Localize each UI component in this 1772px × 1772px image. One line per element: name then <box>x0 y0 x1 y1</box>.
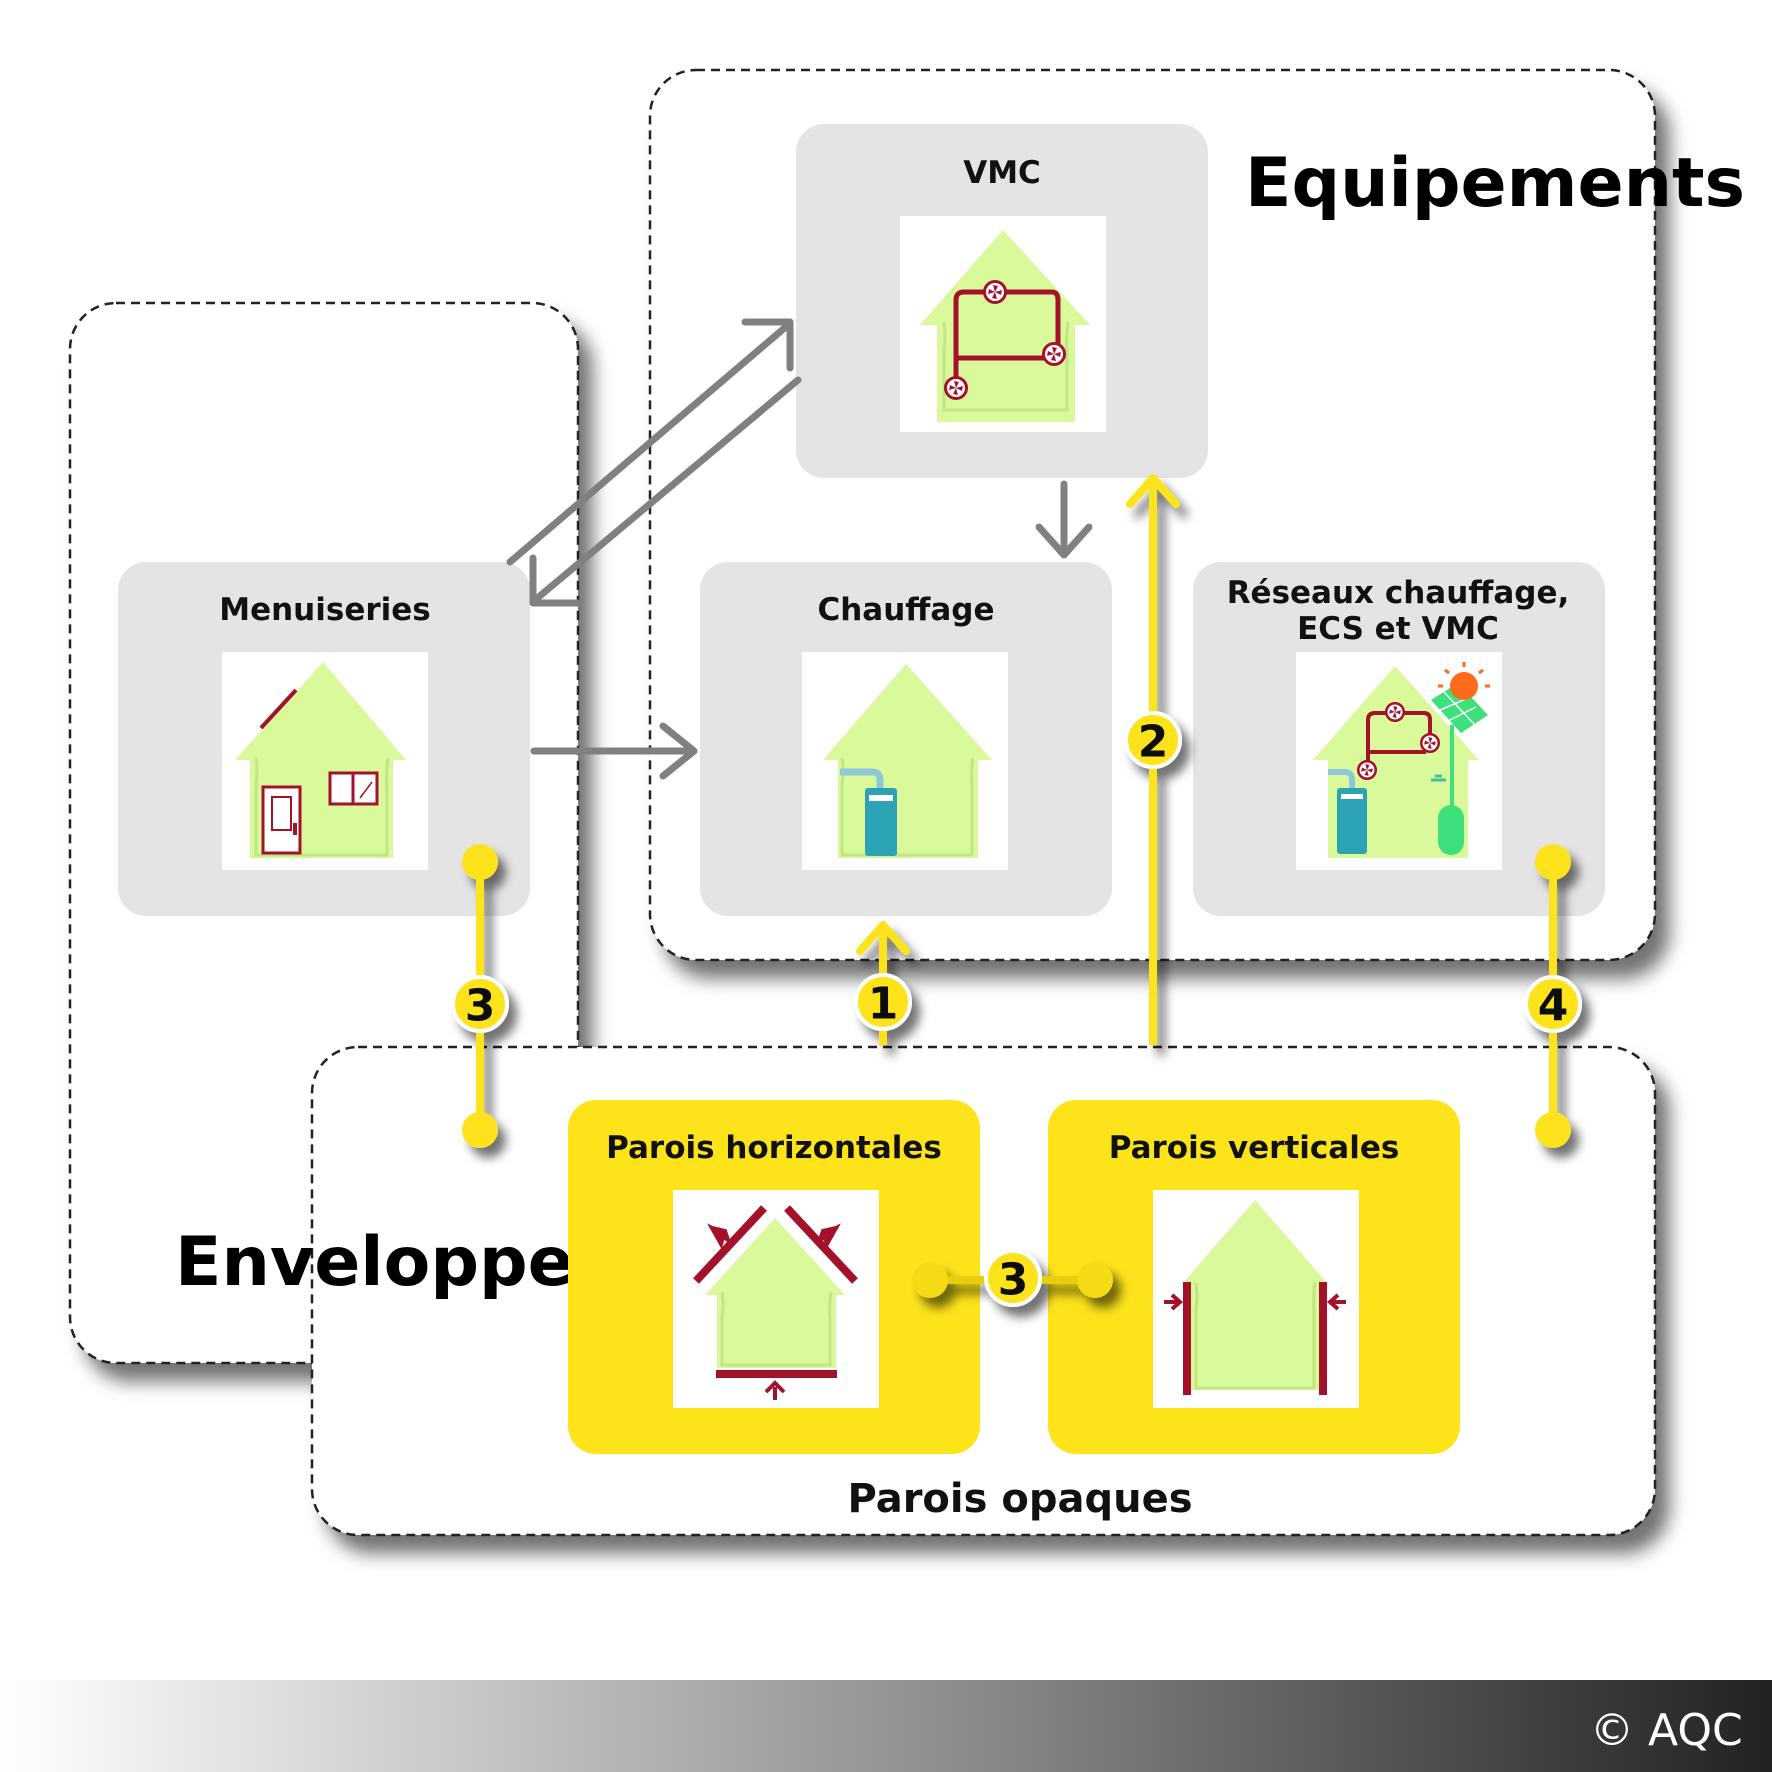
menuiseries-card-title: Menuiseries <box>219 592 431 628</box>
reseaux-house-icon <box>1313 662 1490 858</box>
reseaux-card: Réseaux chauffage, ECS et VMC <box>1193 562 1605 916</box>
link-3-badge: 3 <box>465 981 496 1032</box>
arrow-menuiseries-to-vmc <box>506 318 794 566</box>
parois-horizontales-house-icon <box>693 1205 858 1400</box>
arrow-vmc-to-chauffage <box>1035 480 1093 559</box>
vmc-house-icon <box>920 230 1090 422</box>
enveloppe-title: Enveloppe <box>175 1223 574 1302</box>
vmc-card: VMC <box>796 124 1208 478</box>
menuiseries-house-icon <box>235 662 406 858</box>
parois-horizontales-card-title: Parois horizontales <box>606 1130 942 1166</box>
chauffage-card: Chauffage <box>700 562 1112 916</box>
link-3-menuiseries-enveloppe: 3 <box>451 844 509 1148</box>
link-4-reseaux-enveloppe: 4 <box>1524 844 1582 1148</box>
link-2-enveloppe-vmc: 2 <box>1124 474 1182 1045</box>
reseaux-card-title-line1: Réseaux chauffage, <box>1227 575 1570 611</box>
reseaux-card-title-line2: ECS et VMC <box>1297 611 1499 647</box>
parois-verticales-house-icon <box>1164 1200 1346 1395</box>
parois-verticales-card: Parois verticales <box>1048 1100 1460 1454</box>
footer-bar: © AQC <box>0 1680 1772 1772</box>
arrow-menuiseries-to-chauffage <box>530 722 698 780</box>
solar-panel-icon <box>1431 683 1488 733</box>
parois-horizontales-card: Parois horizontales <box>568 1100 980 1454</box>
link-1-badge: 1 <box>868 979 899 1030</box>
chauffage-card-title: Chauffage <box>817 592 994 628</box>
vmc-card-title: VMC <box>963 155 1041 191</box>
link-1-enveloppe-chauffage: 1 <box>854 921 912 1045</box>
link-parois-badge: 3 <box>998 1255 1029 1306</box>
copyright-text: © AQC <box>1590 1705 1743 1756</box>
link-2-badge: 2 <box>1138 717 1169 768</box>
parois-verticales-card-title: Parois verticales <box>1109 1130 1400 1166</box>
equipements-title: Equipements <box>1245 144 1745 223</box>
parois-opaques-label: Parois opaques <box>847 1476 1192 1522</box>
link-4-badge: 4 <box>1538 981 1569 1032</box>
link-3-parois: 3 <box>912 1249 1113 1307</box>
chauffage-house-icon <box>823 664 992 858</box>
arrow-vmc-to-menuiseries <box>529 376 802 607</box>
menuiseries-card: Menuiseries <box>118 562 530 916</box>
sun-icon <box>1438 662 1490 700</box>
